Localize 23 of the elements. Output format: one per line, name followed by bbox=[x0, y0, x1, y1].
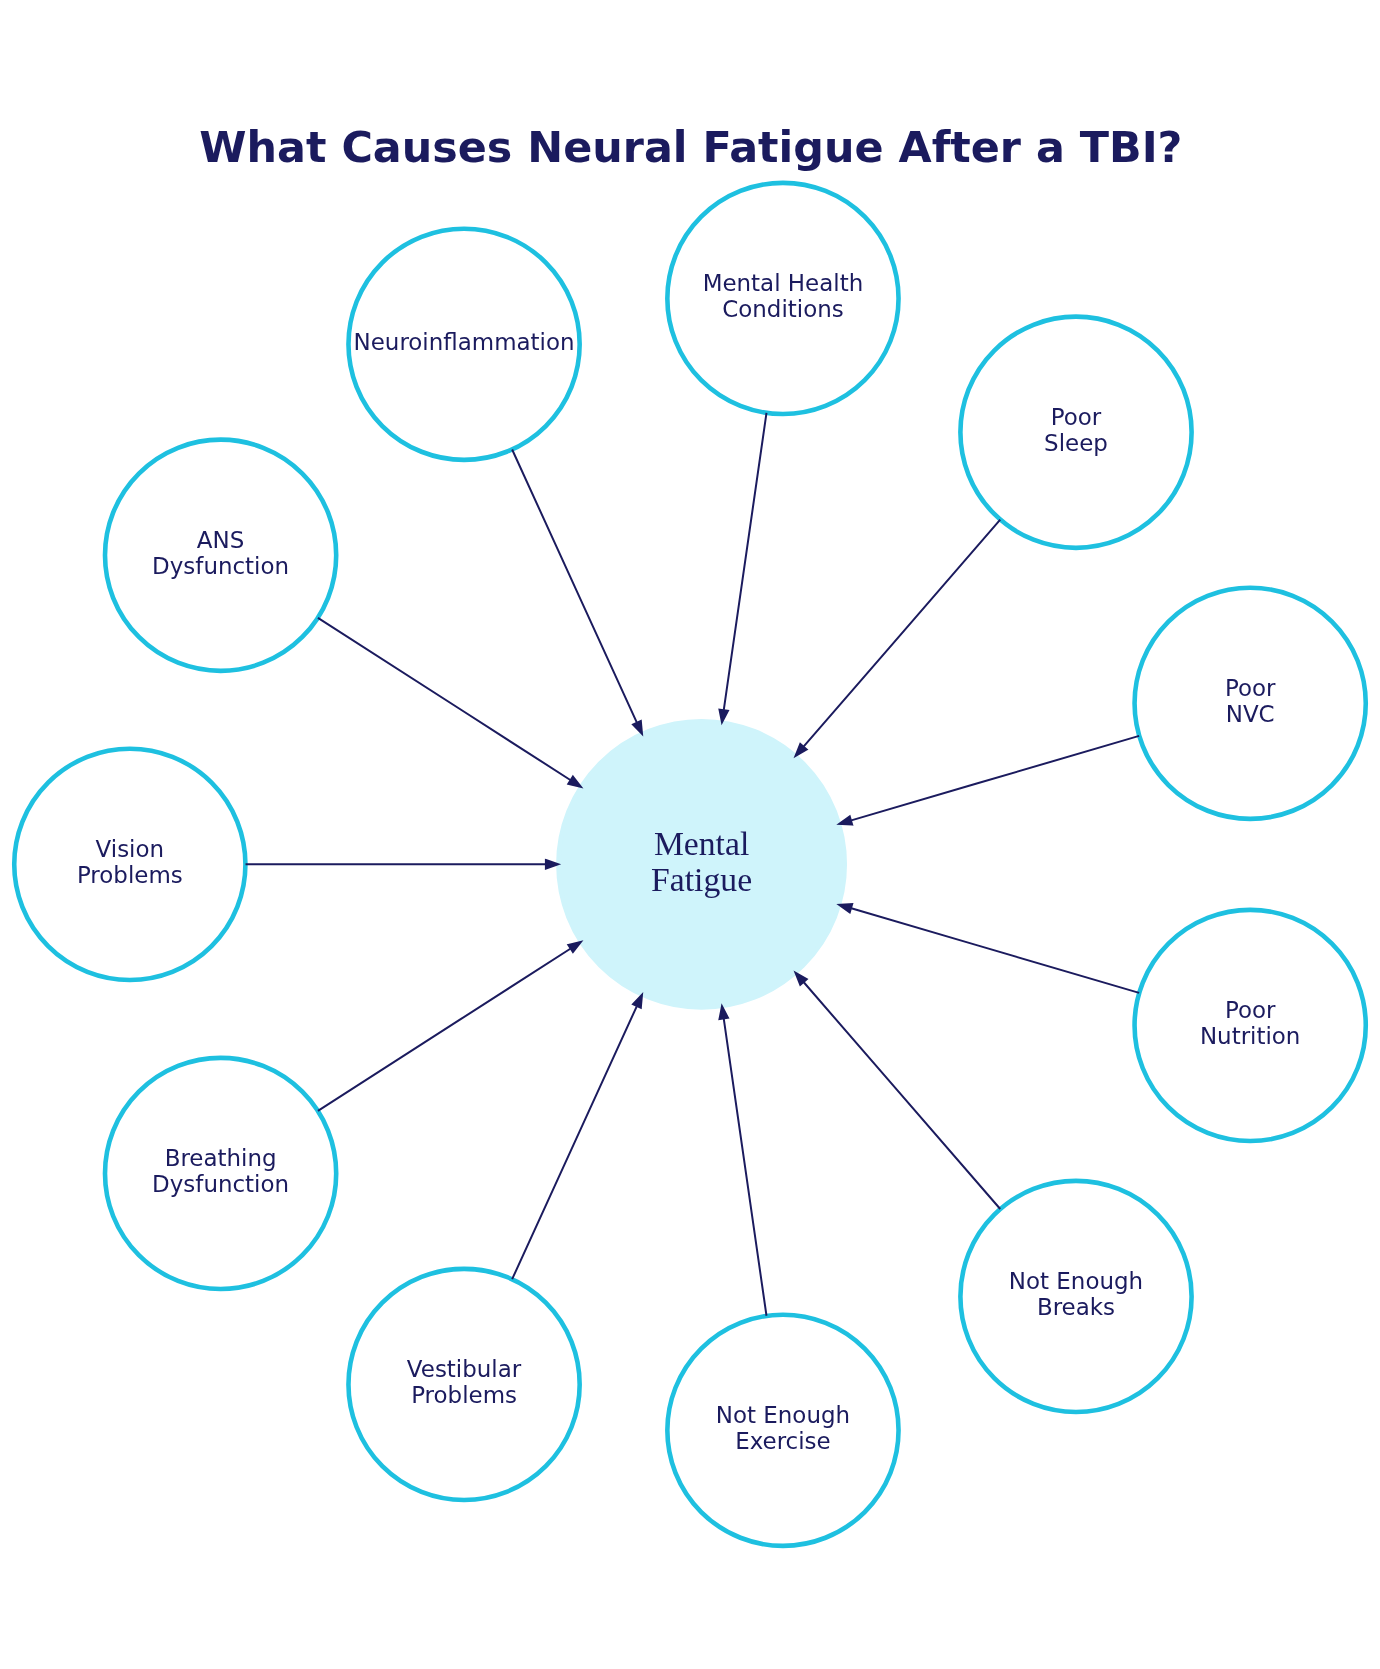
node-circle: Vision Problems bbox=[11, 746, 248, 983]
node-circle: Mental Health Conditions bbox=[665, 180, 901, 417]
node-circle: Poor Sleep bbox=[958, 314, 1194, 551]
arrow bbox=[316, 616, 584, 789]
node-circle: Breathing Dysfunction bbox=[102, 1055, 339, 1292]
arrow bbox=[511, 448, 644, 737]
arrow bbox=[316, 940, 584, 1112]
node-circle: Poor Nutrition bbox=[1132, 907, 1369, 1144]
arrow bbox=[793, 970, 1002, 1210]
arrow bbox=[244, 858, 562, 871]
node-circle: ANS Dysfunction bbox=[102, 437, 339, 674]
arrow bbox=[836, 734, 1141, 826]
arrow bbox=[718, 411, 768, 726]
arrow bbox=[511, 992, 644, 1281]
node-circle: Poor NVC bbox=[1132, 585, 1369, 822]
node-circle: Not Enough Exercise bbox=[665, 1312, 901, 1549]
node-circle: Vestibular Problems bbox=[346, 1266, 582, 1503]
arrow bbox=[836, 903, 1141, 994]
diagram-title: What Causes Neural Fatigue After a TBI? bbox=[199, 122, 1183, 173]
arrow bbox=[718, 1003, 768, 1317]
node-circle: Neuroinflammation bbox=[346, 226, 582, 463]
arrow bbox=[793, 518, 1002, 759]
node-circle: Not Enough Breaks bbox=[958, 1178, 1194, 1415]
